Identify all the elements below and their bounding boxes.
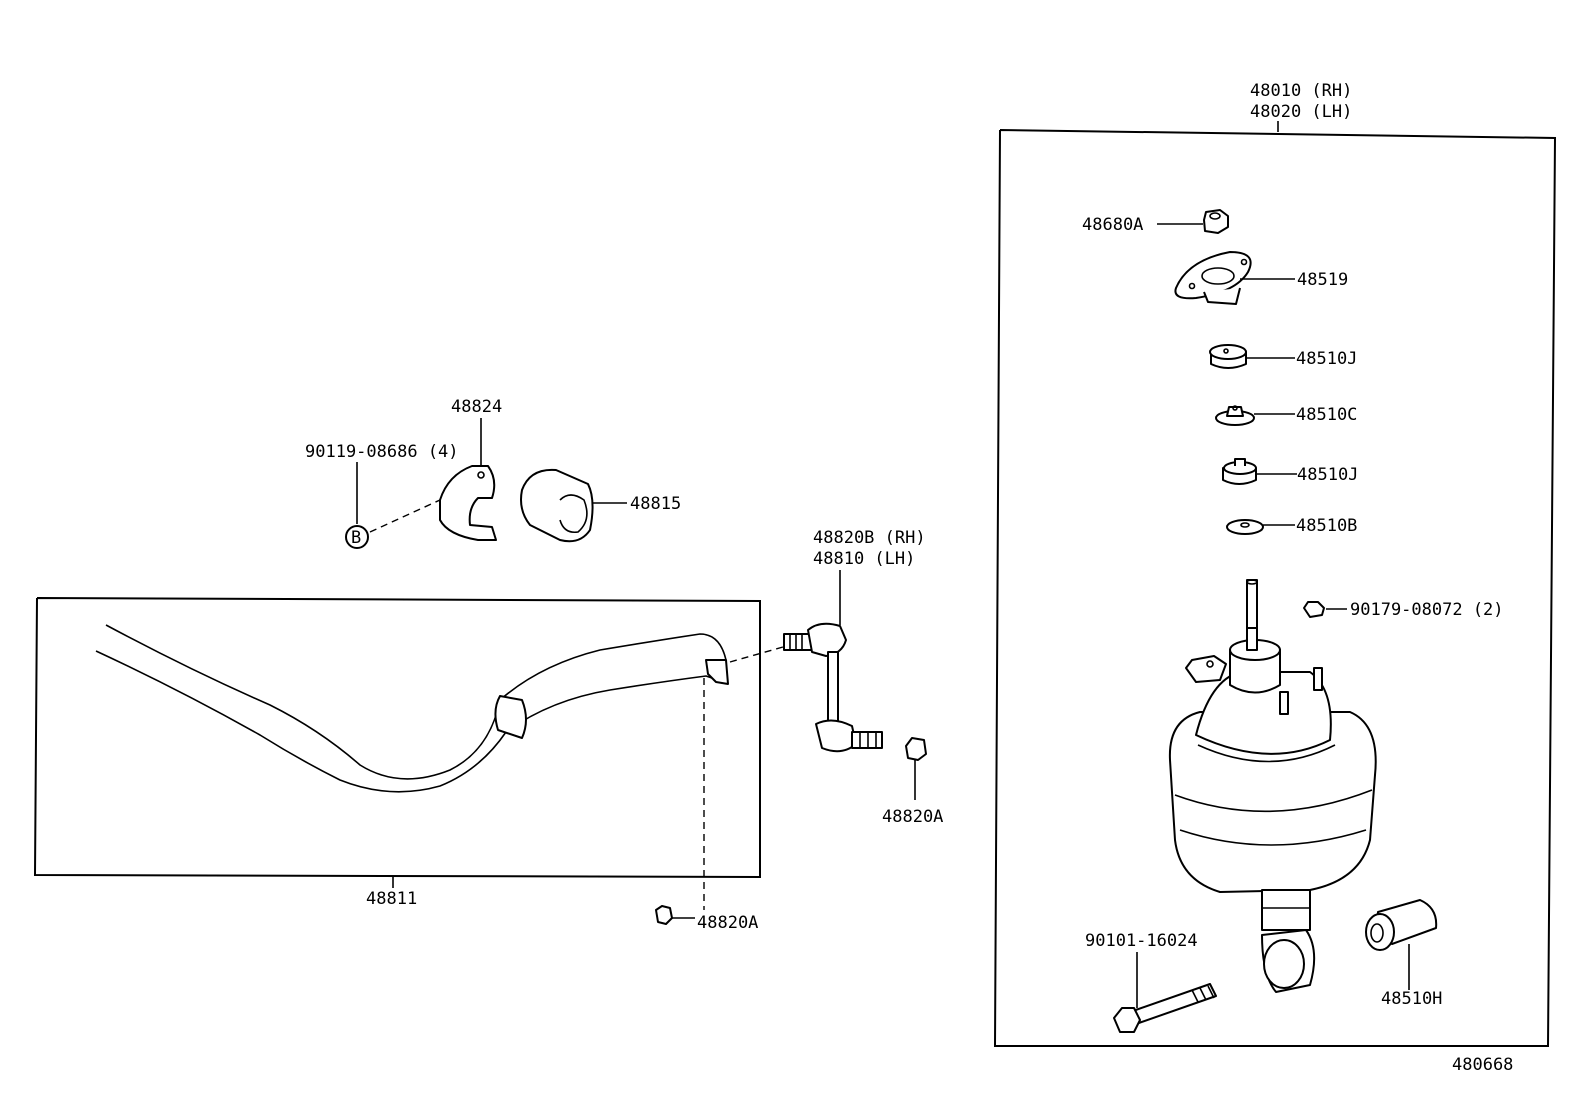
part-48510c-retainer: 48510C: [1215, 405, 1357, 426]
part-48815-bushing: 48815: [520, 468, 681, 543]
label-48824: 48824: [451, 397, 502, 417]
label-48510j-lower: 48510J: [1297, 465, 1358, 485]
label-48510c: 48510C: [1296, 405, 1357, 425]
bolt-b-mark-letter: B: [351, 528, 361, 548]
label-48510j-upper: 48510J: [1296, 349, 1357, 369]
label-48810-lh: 48810 (LH): [813, 549, 915, 569]
part-48510j-upper-cushion: 48510J: [1209, 344, 1357, 369]
part-48510b-retainer: 48510B: [1226, 516, 1357, 536]
part-90101-16024-bolt: 90101-16024: [1085, 931, 1217, 1033]
part-48820a-nut-link: 48820A: [882, 737, 943, 827]
stabilizer-link-group: 48820B (RH) 48810 (LH) 48820A: [783, 528, 943, 827]
label-90119-08686: 90119-08686 (4): [305, 442, 459, 462]
part-48824-bracket: 48824: [439, 397, 502, 541]
label-48510h: 48510H: [1381, 989, 1442, 1009]
label-48010-rh: 48010 (RH): [1250, 81, 1352, 101]
label-48815: 48815: [630, 494, 681, 514]
part-48519-support: 48519: [1174, 251, 1348, 305]
label-90101-16024: 90101-16024: [1085, 931, 1198, 951]
label-48820a-lower: 48820A: [697, 913, 758, 933]
part-90179-08072-nut: 90179-08072 (2): [1303, 600, 1504, 620]
part-stabilizer-link: [783, 622, 883, 753]
label-48510b: 48510B: [1296, 516, 1357, 536]
bolt-b-mark: [345, 525, 369, 549]
part-48811-stabilizer-bar: 48811: [95, 624, 729, 909]
part-48820a-nut-lower: 48820A: [655, 905, 758, 933]
label-48811: 48811: [366, 889, 417, 909]
strut-assembly-frame: [993, 129, 1557, 1047]
part-48510h-bushing: 48510H: [1365, 899, 1442, 1009]
part-shock-absorber: [1168, 579, 1377, 993]
stabilizer-bracket-group: 90119-08686 (4) B 48824 48815: [305, 397, 681, 549]
label-48680a: 48680A: [1082, 215, 1143, 235]
part-48510j-lower-cushion: 48510J: [1222, 458, 1358, 485]
part-48680a-nut: 48680A: [1082, 209, 1229, 235]
stabilizer-bar-group: 48811: [33, 597, 791, 910]
label-48820b-rh: 48820B (RH): [813, 528, 926, 548]
label-48820a-link: 48820A: [882, 807, 943, 827]
strut-assembly-group: 48010 (RH) 48020 (LH) 48680A 48519 48510…: [993, 81, 1557, 1047]
label-90179-08072: 90179-08072 (2): [1350, 600, 1504, 620]
label-48519: 48519: [1297, 270, 1348, 290]
label-48020-lh: 48020 (LH): [1250, 102, 1352, 122]
diagram-id: 480668: [1452, 1055, 1513, 1075]
stabilizer-bar-frame: [33, 597, 761, 879]
